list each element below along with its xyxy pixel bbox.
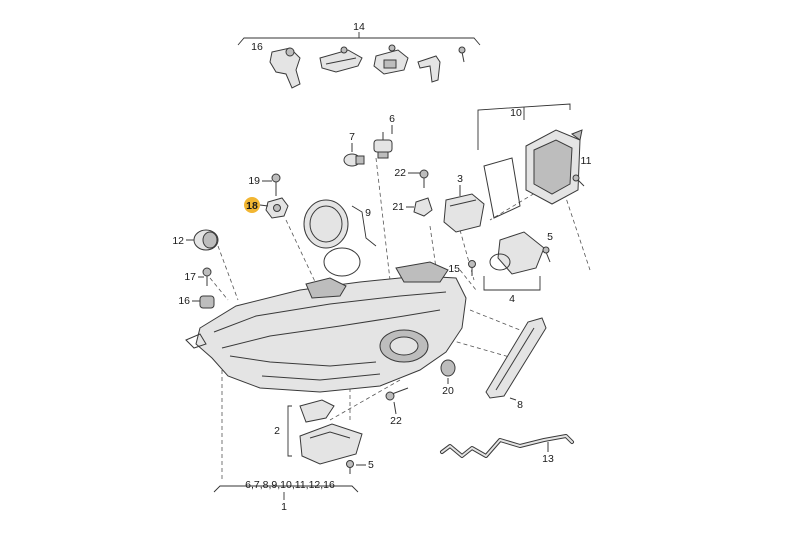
part-9-cover [303,199,377,277]
callout-20: 20 [442,385,454,397]
callout-21: 21 [392,201,404,213]
group-1-bracket [213,485,359,500]
headlight-housing [185,261,467,393]
part-18-nut [265,197,289,219]
part-22-screw-top [419,169,429,188]
callouts: 6 7 10 11 3 22 21 9 19 18 12 17 16 5 15 … [172,107,591,513]
callout-1: 1 [281,501,287,513]
bracket-parts-set [269,44,466,89]
part-2-module [287,399,363,465]
part-5-screw-upper [542,246,551,263]
callout-15: 15 [448,263,460,275]
part-10-cover [483,129,583,219]
callout-18: 18 [246,200,258,212]
part-19-screw [271,173,281,196]
part-3-igniter [443,193,485,233]
callout-6: 6 [389,113,395,125]
callout-11: 11 [581,155,592,167]
callout-22-bottom: 22 [390,415,402,427]
part-17-screw [202,267,212,286]
part-15-screw [468,260,476,276]
callout-17: 17 [184,271,196,283]
callout-12: 12 [172,235,184,247]
callout-3: 3 [457,173,463,185]
part-12-ring [193,229,219,251]
callout-19: 19 [248,175,260,187]
callout-18-highlight [244,197,260,213]
callout-8: 8 [517,399,523,411]
callout-5-lower: 5 [368,459,374,471]
part-13-hose [440,434,574,458]
group-14-bracket [237,32,481,46]
part-8-strip [485,317,547,399]
part-21-socket [413,197,433,217]
callout-13: 13 [542,453,554,465]
group-10-bracket [477,103,571,150]
callout-16-top: 16 [251,41,263,53]
callout-group-1: 6,7,8,9,10,11,12,16 [245,479,335,491]
callout-4: 4 [509,293,515,305]
part-16-grommet [199,295,215,309]
part-5-screw-lower [346,460,354,474]
part-6-bulb [373,132,393,159]
callout-2: 2 [274,425,280,437]
callout-9: 9 [365,207,371,219]
part-7-bulb [343,153,365,167]
part-20-grommet [440,359,456,377]
callout-16: 16 [178,295,190,307]
part-11-screw [572,174,585,187]
part-4-module [483,231,545,291]
callout-10: 10 [510,107,522,119]
callout-7: 7 [349,131,355,143]
callout-14: 14 [353,21,365,33]
callout-5-upper: 5 [547,231,553,243]
callout-22-top: 22 [394,167,406,179]
part-22-screw-bottom [385,387,409,401]
